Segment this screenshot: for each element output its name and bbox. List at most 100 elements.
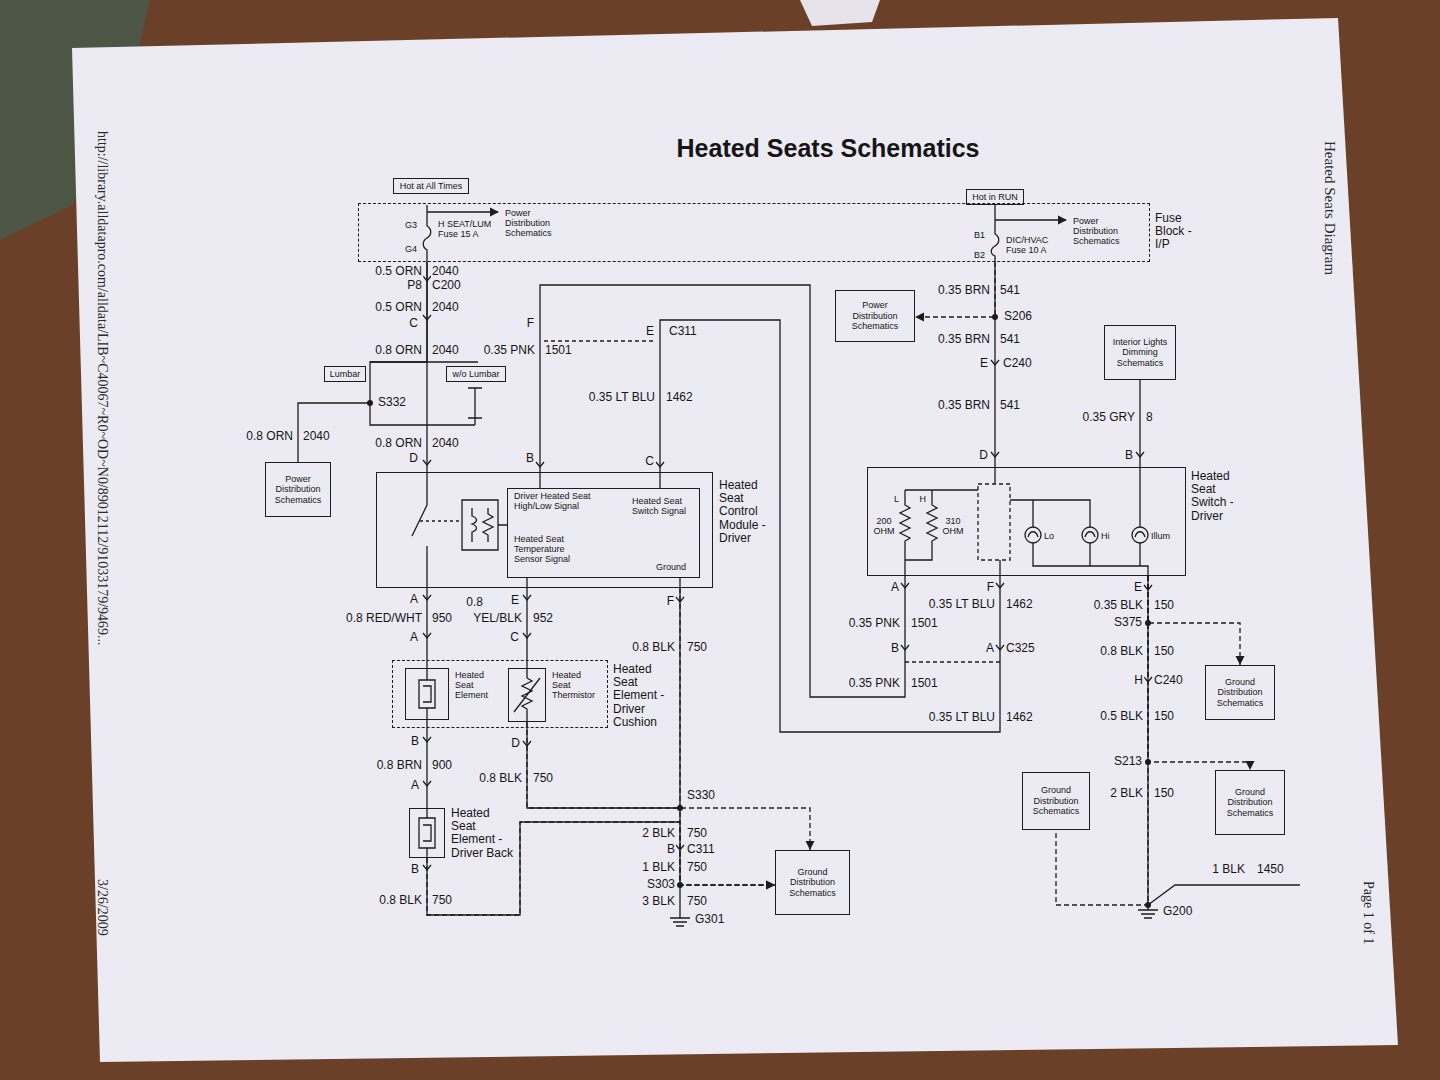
wire-label: 2040 [431,265,460,278]
box-text: w/o Lumbar [452,369,499,379]
box-text: Hot at All Times [400,181,463,191]
connector-pin: B [890,642,900,655]
wire-label: 1501 [910,617,939,630]
wire-label: 0.8 ORN [374,437,423,450]
coil-symbol [472,508,477,542]
fuse-symbol [991,205,999,262]
wire-label: 750 [686,861,708,874]
connector-pin: B [410,863,420,876]
box-text: Heated Seat Switch Signal [632,497,696,517]
wire-label: 0.35 LT BLU [928,711,996,724]
box-text: Ground Distribution Schematics [1219,787,1281,818]
wire-label: 0.35 LT BLU [928,598,996,611]
connector-pin: E [510,594,520,607]
wire-label: 0.35 PNK [848,677,901,690]
connector-pin: D [408,452,419,465]
box-text: Interior Lights Dimming Schematics [1108,337,1172,368]
wire-label: 1501 [910,677,939,690]
lamp-symbol [1132,527,1148,543]
box-text: Ground Distribution Schematics [779,867,846,898]
fuse-label: DIC/HVAC Fuse 10 A [1005,236,1061,256]
wire-label: 0.5 BLK [1099,710,1144,723]
connector-pin: F [526,317,535,330]
connector-chevron [423,276,1152,870]
page-note: Page 1 of 1 [1361,880,1376,945]
wire-label: 541 [999,284,1021,297]
connector-pin: B [525,452,535,465]
wire-connector [915,262,995,317]
wire-label: 950 [431,612,453,625]
switch-wiring [1000,467,1148,576]
reference-box: Power Distribution Schematics [835,290,915,342]
connector-housing [905,661,1000,662]
box-text: Ground [656,563,696,573]
splice-label: S375 [1113,616,1143,629]
connector-pin: C200 [431,279,462,292]
wire-connector [680,588,775,885]
wire-label: 750 [431,894,453,907]
option-tag: w/o Lumbar [446,366,506,382]
component-label: 310 OHM [939,517,967,537]
wire-label: 0.35 BRN [937,399,991,412]
wire-label: 0.35 BLK [1093,599,1144,612]
fuse-label: G3 [404,221,418,231]
wire-connector [426,720,427,808]
wire-connector [1056,576,1148,905]
component-heading: Heated Seat Element - Driver Cushion [613,663,671,729]
component-heading: Fuse Block - I/P [1155,212,1203,252]
reference-box: Power Distribution Schematics [265,462,331,517]
reference-box: Ground Distribution Schematics [1022,772,1090,830]
fuse-symbol [423,205,431,262]
fuse-label: B1 [973,231,986,241]
wire-label: 0.5 ORN [374,265,423,278]
connector-pin: C [509,631,520,644]
page-note: http://library.alldatapro.com/alldata/LI… [95,130,110,647]
ground-wire [1148,885,1300,905]
connector-pin: C325 [1005,642,1036,655]
wire-label: 0.8 BLK [478,772,523,785]
box-text: Ground Distribution Schematics [1026,785,1086,816]
wire-label: 2040 [431,301,460,314]
relay-symbol [462,500,498,550]
connector-pin: C311 [686,843,716,856]
wire-connector [1148,576,1240,665]
wire-label: 1462 [1005,711,1034,724]
wire-connector [527,722,810,850]
element-group: Heated Seat Element - Driver CushionHeat… [392,660,608,728]
connector-pin: A [410,779,420,792]
paper-corner [800,0,880,26]
wire-label: 2040 [302,430,331,443]
thermistor: Heated Seat Thermistor [508,668,546,722]
component-label: Illum [1150,532,1171,542]
relay-contact [412,472,427,588]
wire-label: 900 [431,759,453,772]
connector-pin: C [644,455,655,468]
reference-box: Ground Distribution Schematics [1205,665,1275,720]
wire-label: 0.35 BRN [937,333,991,346]
wire-label: 0.35 PNK [483,344,536,357]
connector-pin: D [510,737,521,750]
wire-label: 150 [1153,787,1175,800]
connector-pin: D [978,449,989,462]
component-label: Power Distribution Schematics [1072,217,1136,247]
heating-element: Heated Seat Element [405,668,449,720]
connector-pin: E [645,325,655,338]
heater-symbol [419,668,435,720]
wire-label: 0.35 GRY [1082,411,1136,424]
wire-connector [994,262,995,467]
connector-pin: C240 [1002,357,1033,370]
option-tag: Lumbar [324,366,366,382]
relay-link [420,520,462,521]
component-heading: Heated Seat Element [455,671,501,701]
lamp-symbol [1025,527,1041,543]
wire-label: 150 [1153,645,1175,658]
wire-label: 2040 [431,344,460,357]
wire-label: 0.5 ORN [374,301,423,314]
reference-box: Interior Lights Dimming Schematics [1104,325,1176,380]
connector-pin: F [986,581,995,594]
component-heading: Heated Seat Element - Driver Back [451,807,513,860]
ground-label: G301 [694,913,725,926]
wire-label: 0.35 BRN [937,284,991,297]
connector-pin: C240 [1153,674,1184,687]
box-text: Driver Heated Seat High/Low Signal [514,492,592,512]
